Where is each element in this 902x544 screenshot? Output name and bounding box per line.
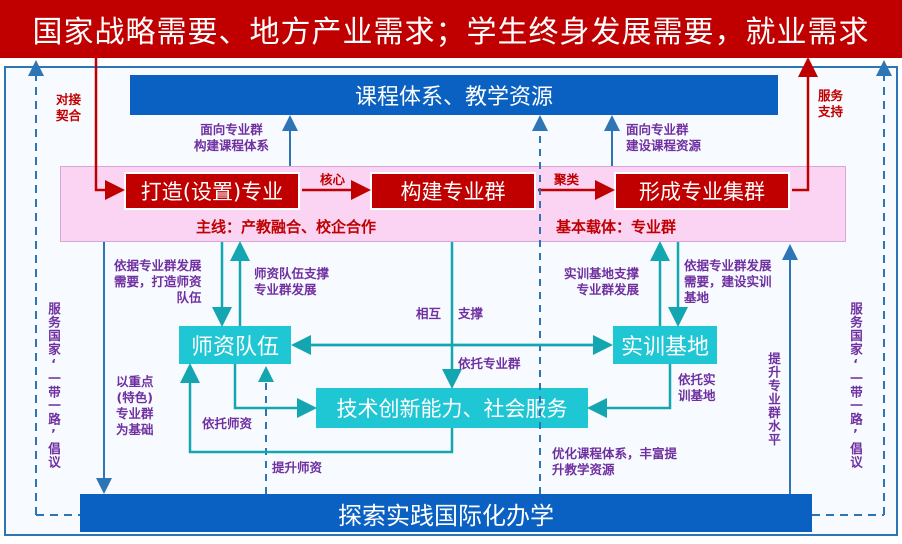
curriculum-left-label: 面向专业群 构建课程体系 bbox=[194, 122, 270, 153]
rely-group-label: 依托专业群 bbox=[458, 356, 521, 371]
build-teachers-label: 依据专业群发展 需要，打造师资 队伍 bbox=[114, 258, 202, 305]
carrier-label: 基本载体：专业群 bbox=[556, 218, 677, 236]
dock-label: 对接 契合 bbox=[56, 92, 82, 123]
mutual-label: 相互 bbox=[416, 306, 442, 321]
build-base-label: 依据专业群发展 需要，建设实训 基地 bbox=[684, 258, 772, 305]
build-major-box: 打造(设置)专业 bbox=[124, 172, 300, 210]
base-support-label: 实训基地支撑 专业群发展 bbox=[564, 266, 640, 297]
tech-service-box: 技术创新能力、社会服务 bbox=[316, 388, 588, 428]
core-label: 核心 bbox=[320, 172, 346, 187]
key-base-label: 以重点 (特色) 专业群 为基础 bbox=[116, 374, 154, 437]
optimize-label: 优化课程体系，丰富提 升教学资源 bbox=[552, 446, 678, 477]
form-cluster-box: 形成专业集群 bbox=[614, 172, 790, 210]
rely-teachers-label: 依托师资 bbox=[202, 416, 253, 431]
serve-support-label: 服务 支持 bbox=[818, 88, 844, 119]
teachers-support-label: 师资队伍支撑 专业群发展 bbox=[254, 266, 330, 297]
top-banner: 国家战略需要、地方产业需求；学生终身发展需要，就业需求 bbox=[0, 0, 902, 58]
support-label: 支撑 bbox=[458, 306, 484, 321]
teachers-box: 师资队伍 bbox=[179, 326, 291, 364]
build-group-box: 构建专业群 bbox=[370, 172, 536, 210]
intl-bar: 探索实践国际化办学 bbox=[80, 494, 812, 532]
curriculum-right-label: 面向专业群 建设课程资源 bbox=[626, 122, 702, 153]
classify-label: 聚类 bbox=[554, 172, 580, 187]
serve-bri-right-label: 服务国家‘一带一路’倡议 bbox=[848, 302, 863, 469]
training-base-box: 实训基地 bbox=[613, 326, 717, 364]
mainline-label: 主线：产教融合、校企合作 bbox=[196, 218, 377, 236]
rely-base-label: 依托实 训基地 bbox=[678, 372, 716, 403]
improve-teachers-label: 提升师资 bbox=[272, 460, 323, 475]
serve-bri-left-label: 服务国家‘一带一路’倡议 bbox=[46, 302, 61, 469]
courses-bar: 课程体系、教学资源 bbox=[130, 75, 778, 115]
raise-level-label: 提升专业群水平 bbox=[766, 352, 781, 447]
